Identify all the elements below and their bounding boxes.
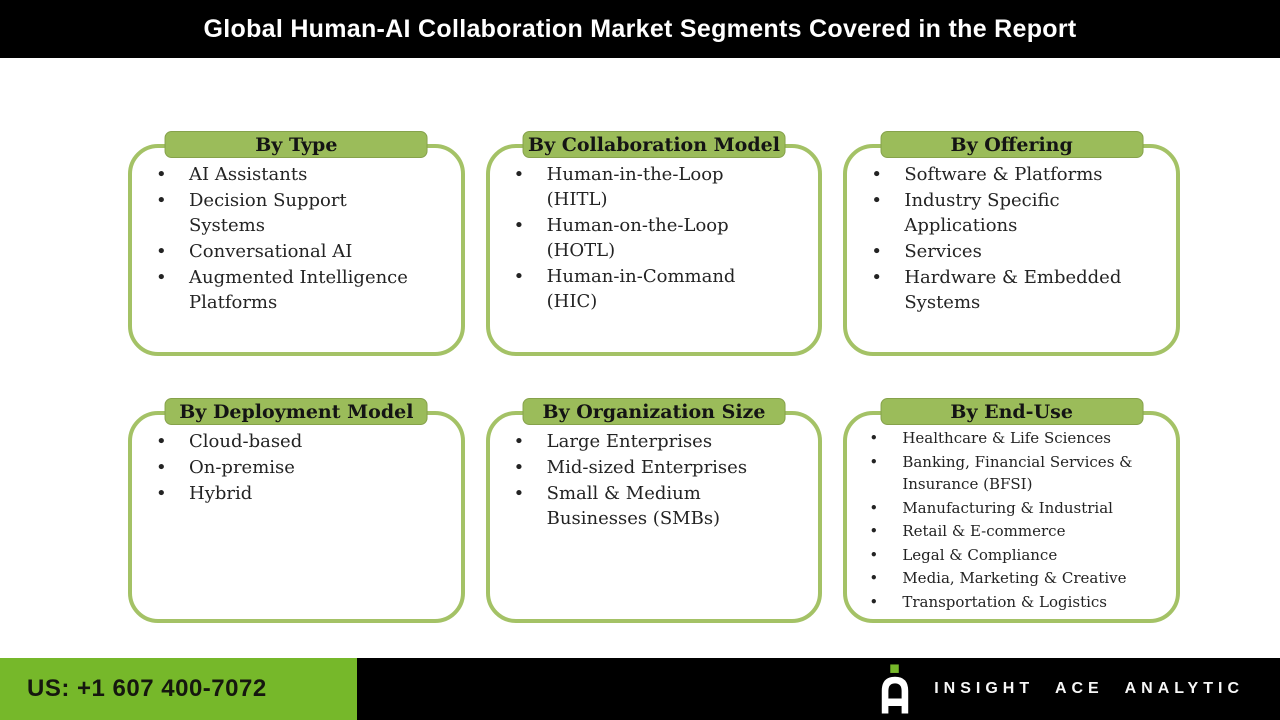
segment-box: By Organization Size Large EnterprisesMi…: [485, 398, 823, 623]
list-item: Retail & E-commerce: [869, 520, 1166, 543]
list-item: Software & Platforms: [871, 162, 1136, 187]
segment-header-label: By Collaboration Model: [528, 133, 780, 156]
list-item: Industry Specific Applications: [871, 188, 1136, 238]
list-item: Human-on-the-Loop (HOTL): [514, 213, 779, 263]
segment-header-label: By Deployment Model: [179, 400, 414, 423]
page-title: Global Human-AI Collaboration Market Seg…: [203, 14, 1077, 43]
list-item: Services: [871, 239, 1136, 264]
list-item: Transportation & Logistics: [869, 591, 1166, 614]
list-item: Human-in-Command (HIC): [514, 264, 779, 314]
list-item: Hybrid: [156, 481, 421, 506]
insight-ace-logo-icon: [881, 664, 909, 714]
segment-items: Healthcare & Life SciencesBanking, Finan…: [869, 427, 1166, 614]
segment-header-label: By Type: [255, 133, 338, 156]
list-item: Mid-sized Enterprises: [514, 455, 779, 480]
segments-grid: By Type AI AssistantsDecision Support Sy…: [128, 131, 1180, 623]
list-item: Hardware & Embedded Systems: [871, 265, 1136, 315]
list-item: AI Assistants: [156, 162, 421, 187]
segment-items: AI AssistantsDecision Support SystemsCon…: [156, 162, 421, 315]
segment-header-label: By End-Use: [950, 400, 1073, 423]
phone-block: US: +1 607 400-7072: [0, 658, 357, 720]
phone-number: US: +1 607 400-7072: [27, 675, 267, 702]
brand-block: INSIGHT ACE ANALYTIC: [357, 658, 1280, 720]
footer: US: +1 607 400-7072 INSIGHT ACE ANALYTIC: [0, 658, 1280, 720]
list-item: Conversational AI: [156, 239, 421, 264]
list-item: Small & Medium Businesses (SMBs): [514, 481, 779, 531]
segment-header-label: By Organization Size: [542, 400, 766, 423]
list-item: Manufacturing & Industrial: [869, 497, 1166, 520]
segment-header: By Type: [164, 131, 428, 158]
segment-items: Large EnterprisesMid-sized EnterprisesSm…: [514, 429, 779, 531]
segment-items: Human-in-the-Loop (HITL)Human-on-the-Loo…: [514, 162, 779, 314]
segment-header: By End-Use: [880, 398, 1144, 425]
segment-header: By Offering: [880, 131, 1144, 158]
list-item: Human-in-the-Loop (HITL): [514, 162, 779, 212]
segment-box: By Collaboration Model Human-in-the-Loop…: [485, 131, 823, 356]
list-item: Legal & Compliance: [869, 544, 1166, 567]
segment-header-label: By Offering: [950, 133, 1073, 156]
segment-box: By Deployment Model Cloud-basedOn-premis…: [128, 398, 465, 623]
list-item: Decision Support Systems: [156, 188, 421, 238]
segment-header: By Deployment Model: [164, 398, 428, 425]
segment-box: By Offering Software & PlatformsIndustry…: [843, 131, 1180, 356]
list-item: Large Enterprises: [514, 429, 779, 454]
segment-header: By Collaboration Model: [522, 131, 786, 158]
list-item: Banking, Financial Services & Insurance …: [869, 451, 1166, 496]
list-item: Media, Marketing & Creative: [869, 567, 1166, 590]
segment-box: By Type AI AssistantsDecision Support Sy…: [128, 131, 465, 356]
brand-name: INSIGHT ACE ANALYTIC: [934, 680, 1244, 697]
list-item: Cloud-based: [156, 429, 421, 454]
segment-items: Cloud-basedOn-premiseHybrid: [156, 429, 421, 506]
segment-box: By End-Use Healthcare & Life SciencesBan…: [843, 398, 1180, 623]
title-bar: Global Human-AI Collaboration Market Seg…: [0, 0, 1280, 58]
segment-items: Software & PlatformsIndustry Specific Ap…: [871, 162, 1136, 315]
segment-header: By Organization Size: [522, 398, 786, 425]
list-item: Augmented Intelligence Platforms: [156, 265, 421, 315]
list-item: Healthcare & Life Sciences: [869, 427, 1166, 450]
list-item: On-premise: [156, 455, 421, 480]
